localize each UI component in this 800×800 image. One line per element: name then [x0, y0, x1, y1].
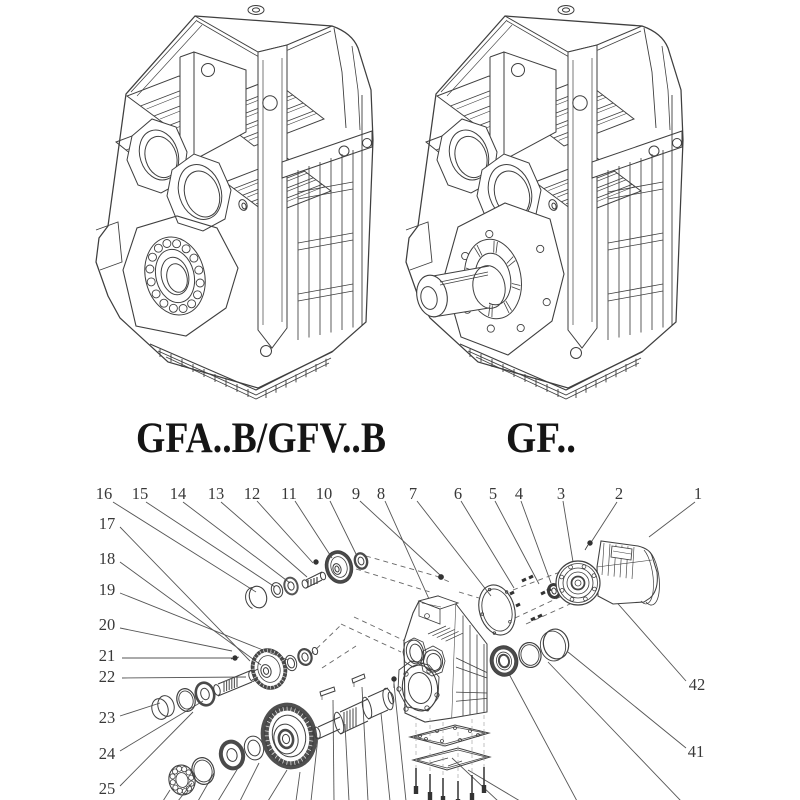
svg-text:22: 22 [99, 667, 116, 686]
svg-text:8: 8 [377, 484, 385, 503]
svg-text:GF..: GF.. [506, 415, 576, 462]
svg-text:19: 19 [99, 580, 116, 599]
svg-text:7: 7 [409, 484, 417, 503]
svg-text:13: 13 [208, 484, 225, 503]
svg-text:5: 5 [489, 484, 497, 503]
svg-text:6: 6 [454, 484, 462, 503]
svg-text:1: 1 [694, 484, 702, 503]
svg-text:18: 18 [99, 549, 116, 568]
svg-text:11: 11 [281, 484, 297, 503]
svg-text:GFA..B/GFV..B: GFA..B/GFV..B [136, 415, 386, 462]
svg-text:16: 16 [96, 484, 113, 503]
svg-text:25: 25 [99, 779, 116, 798]
svg-text:42: 42 [689, 675, 706, 694]
svg-text:14: 14 [170, 484, 187, 503]
svg-text:20: 20 [99, 615, 116, 634]
svg-text:9: 9 [352, 484, 360, 503]
svg-text:23: 23 [99, 708, 116, 727]
svg-text:2: 2 [615, 484, 623, 503]
svg-text:15: 15 [132, 484, 149, 503]
svg-text:4: 4 [515, 484, 523, 503]
svg-text:21: 21 [99, 646, 116, 665]
svg-text:24: 24 [99, 744, 116, 763]
svg-text:10: 10 [316, 484, 333, 503]
svg-text:17: 17 [99, 514, 116, 533]
svg-text:3: 3 [557, 484, 565, 503]
svg-text:41: 41 [688, 742, 705, 761]
svg-text:12: 12 [244, 484, 261, 503]
